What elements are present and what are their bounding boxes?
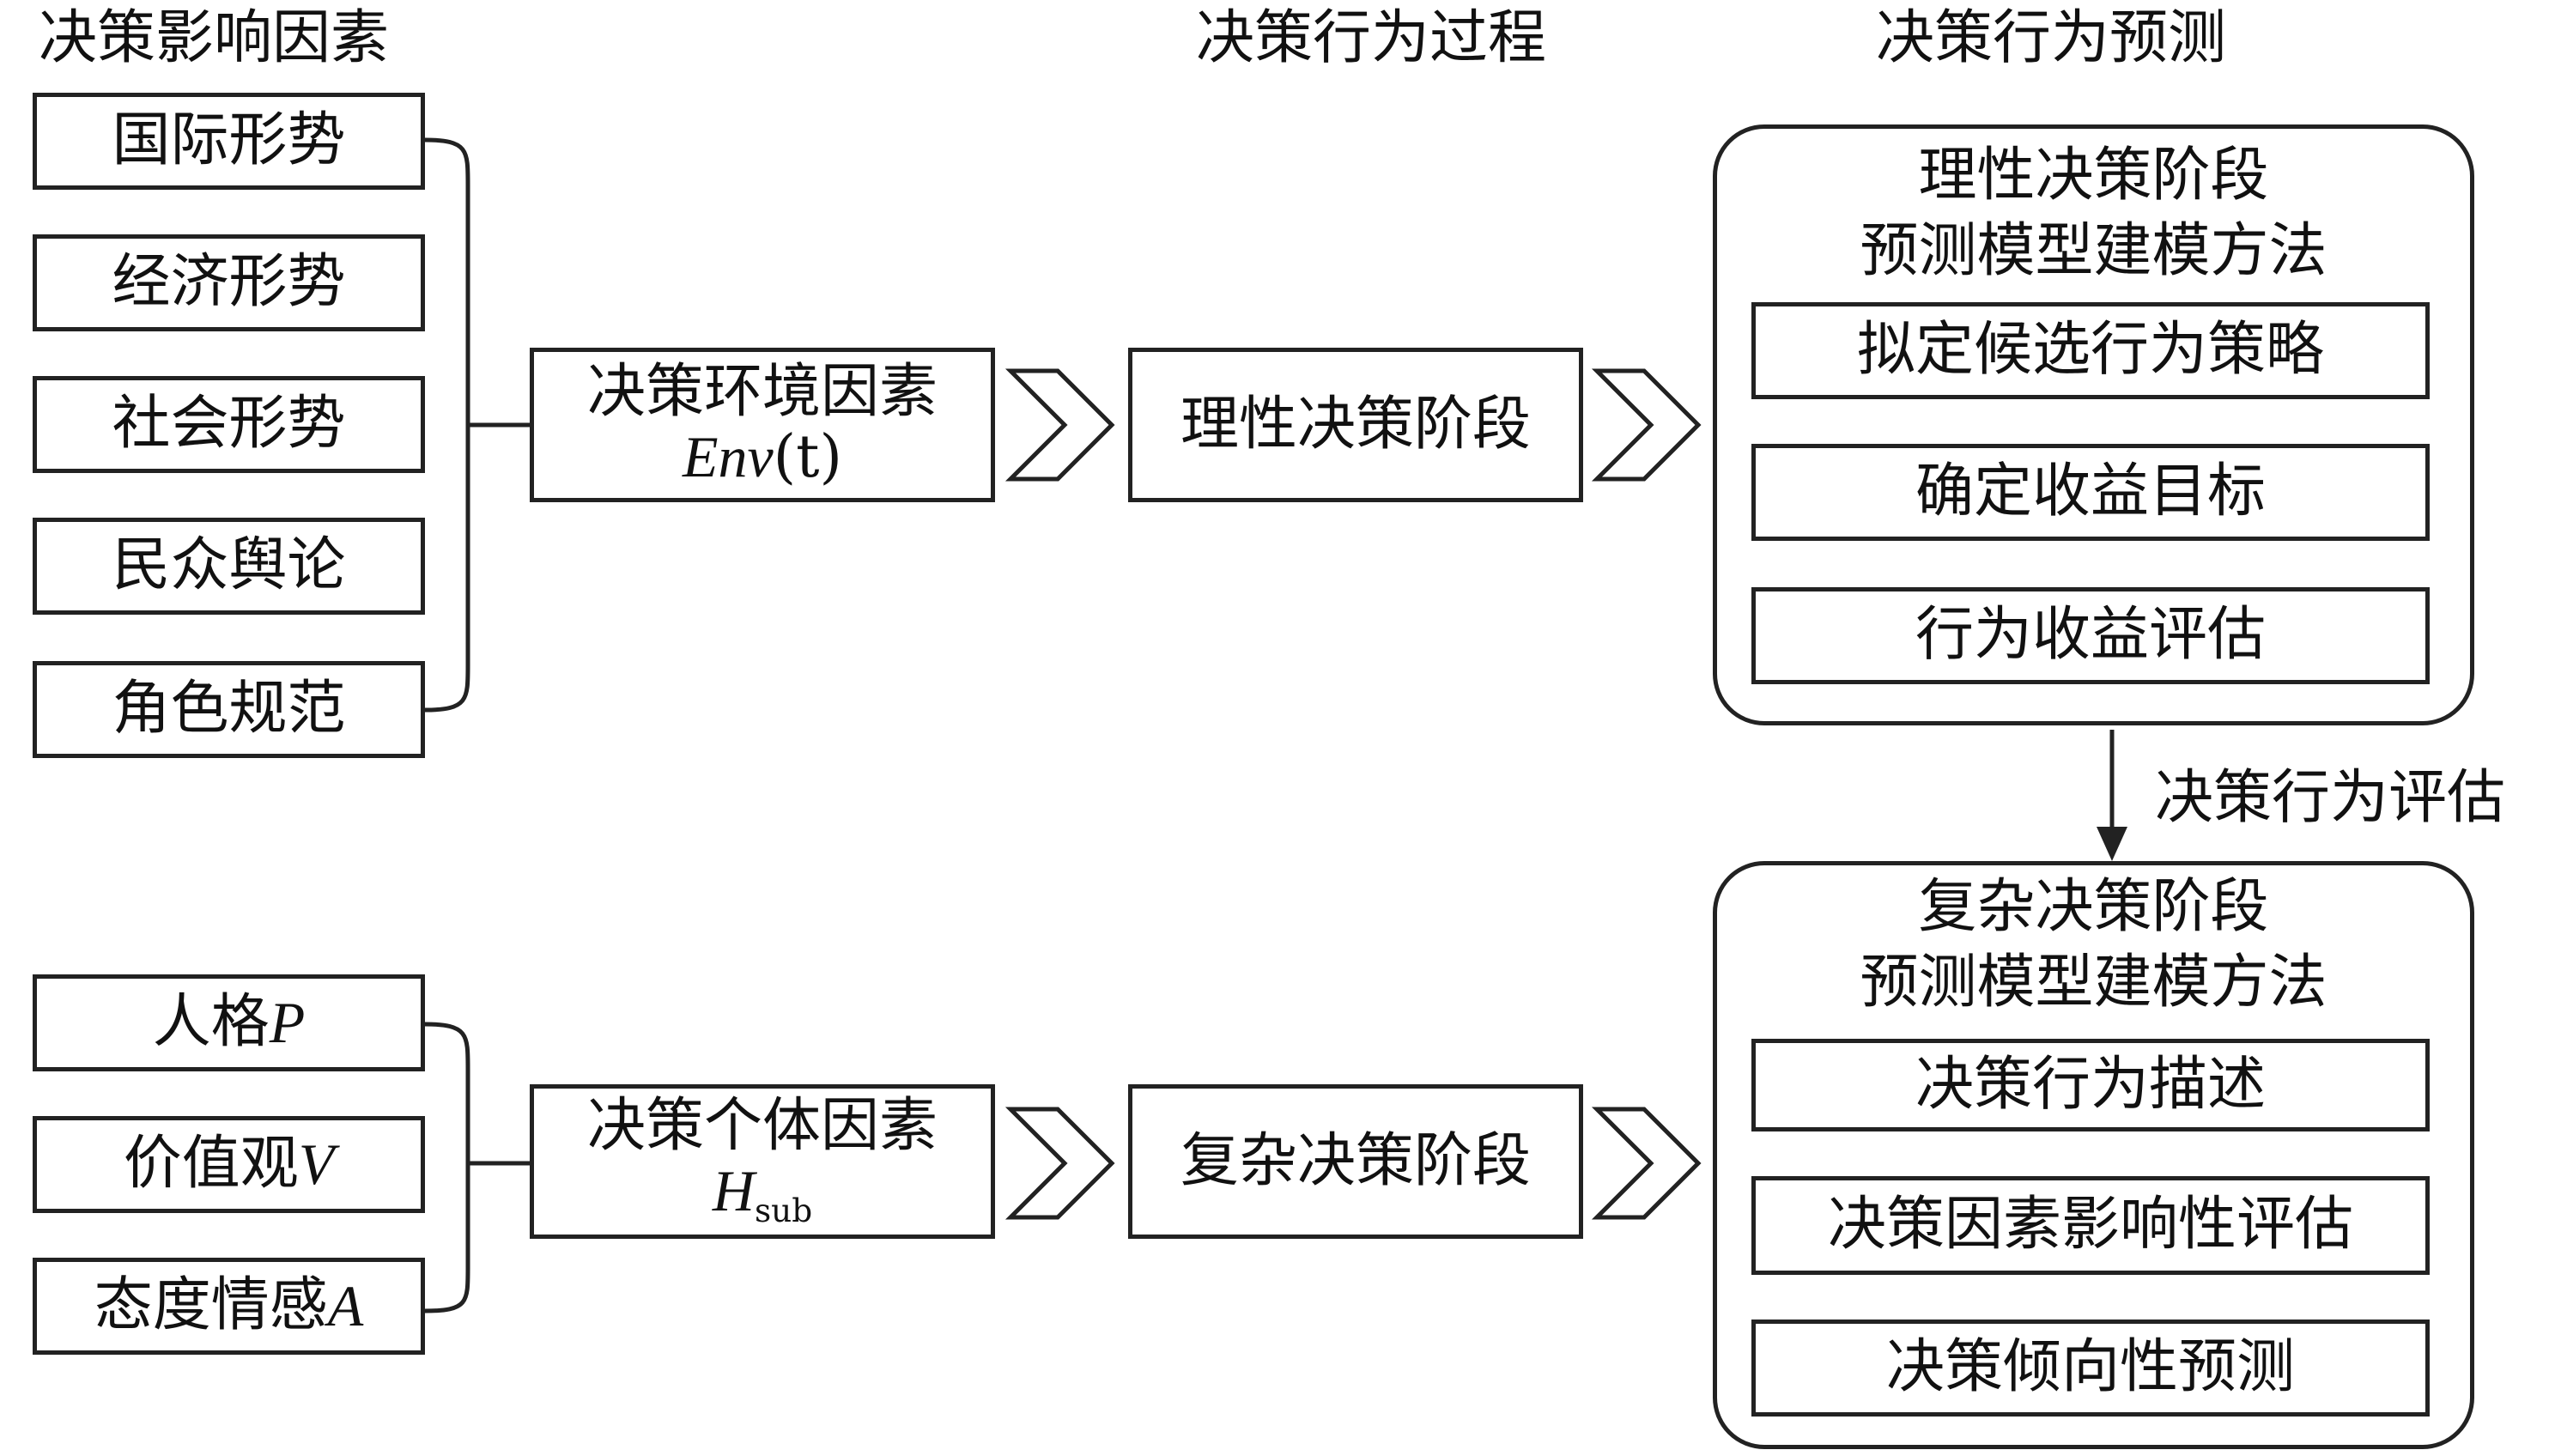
env-factor-label: 社会形势: [112, 390, 346, 458]
rational-panel-subtitle: 预测模型建模方法: [1860, 216, 2327, 285]
header-decision-process: 决策行为过程: [1196, 3, 1547, 72]
env-factor-box: [33, 234, 425, 331]
env-factor-label: 角色规范: [112, 675, 346, 743]
env-factor-box: [33, 661, 425, 758]
complex-step-label: 决策行为描述: [1915, 1050, 2266, 1119]
env-factors-formula: Env(t): [682, 422, 843, 491]
rational-step-box: [1751, 587, 2430, 684]
env-var-arg: (t): [773, 422, 843, 491]
env-factors-label: 决策环境因素 Env(t): [530, 348, 995, 502]
header-influence-factors: 决策影响因素: [39, 3, 390, 72]
rational-stage-label: 理性决策阶段: [1180, 390, 1531, 458]
env-factor-label: 国际形势: [112, 106, 346, 175]
env-factor-box: [33, 518, 425, 615]
indiv-factors-title: 决策个体因素: [586, 1091, 938, 1160]
complex-panel-title: 复杂决策阶段: [1918, 872, 2269, 941]
complex-step-label: 决策因素影响性评估: [1827, 1191, 2353, 1259]
indiv-var-sub: sub: [754, 1191, 813, 1229]
chevron-indiv-to-complex: [1004, 1107, 1115, 1220]
env-factor-box: [33, 93, 425, 190]
complex-step-box: [1751, 1176, 2430, 1275]
indiv-factor-box: [33, 1116, 425, 1213]
complex-step-box: [1751, 1320, 2430, 1417]
env-factor-box: [33, 376, 425, 473]
rational-step-label: 确定收益目标: [1915, 458, 2266, 526]
env-factor-label: 民众舆论: [112, 531, 346, 600]
rational-step-label: 行为收益评估: [1915, 601, 2266, 670]
chevron-env-to-rational: [1004, 368, 1115, 482]
complex-step-label: 决策倾向性预测: [1885, 1333, 2295, 1402]
rational-panel-title: 理性决策阶段: [1918, 141, 2269, 209]
indiv-factor-box: [33, 974, 425, 1071]
env-var: Env: [682, 423, 774, 489]
env-factor-label: 经济形势: [112, 248, 346, 317]
env-factors-bracket: [424, 137, 470, 713]
indiv-factors-formula: Hsub: [712, 1157, 813, 1229]
complex-step-box: [1751, 1039, 2430, 1131]
eval-arrow-head: [2097, 827, 2127, 861]
indiv-factors-bracket: [424, 1022, 470, 1313]
rational-step-box: [1751, 444, 2430, 541]
complex-stage-box: [1128, 1084, 1583, 1239]
indiv-var: H: [712, 1157, 755, 1223]
rational-stage-box: [1128, 348, 1583, 502]
complex-stage-label: 复杂决策阶段: [1180, 1126, 1531, 1195]
rational-step-box: [1751, 302, 2430, 399]
env-factors-box: [530, 348, 995, 502]
decision-evaluation-label: 决策行为评估: [2155, 763, 2506, 832]
indiv-factors-box: [530, 1084, 995, 1239]
header-decision-prediction: 决策行为预测: [1876, 3, 2227, 72]
indiv-factor-box: [33, 1258, 425, 1355]
rational-step-label: 拟定候选行为策略: [1856, 316, 2324, 385]
indiv-factors-label: 决策个体因素 Hsub: [530, 1084, 995, 1239]
env-factors-title: 决策环境因素: [586, 357, 938, 426]
chevron-rational-to-panel: [1591, 368, 1702, 482]
complex-panel-subtitle: 预测模型建模方法: [1860, 948, 2327, 1016]
chevron-complex-to-panel: [1591, 1107, 1702, 1220]
